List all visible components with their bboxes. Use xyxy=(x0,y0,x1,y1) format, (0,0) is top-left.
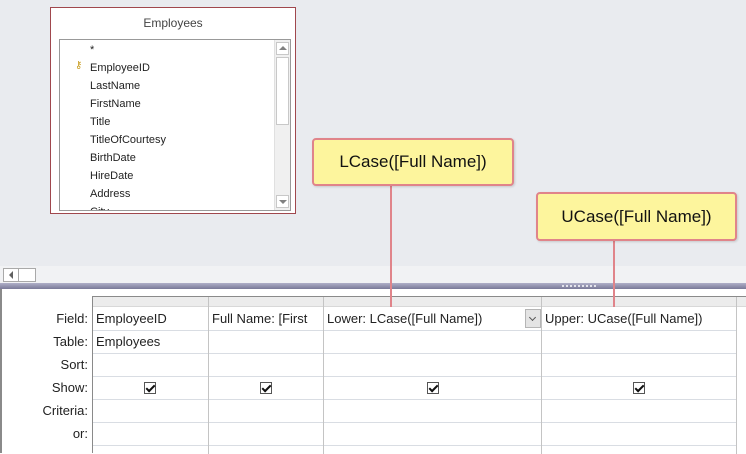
primary-key-icon: ⚷ xyxy=(75,60,83,71)
field-list-scrollbar[interactable] xyxy=(274,40,290,210)
field-cell[interactable]: Full Name: [First xyxy=(209,308,323,331)
criteria-cell[interactable] xyxy=(93,400,208,423)
query-design-grid[interactable]: EmployeeID Employees Full Name: [First L… xyxy=(92,296,746,454)
field-item-titleofcourtesy[interactable]: TitleOfCourtesy xyxy=(90,134,167,146)
column-selector[interactable] xyxy=(209,297,323,307)
sort-cell[interactable] xyxy=(324,354,541,377)
field-cell-text[interactable]: Lower: LCase([Full Name]) xyxy=(327,311,483,326)
show-cell xyxy=(324,377,541,400)
field-list[interactable]: * ⚷ EmployeeID LastName FirstName Title … xyxy=(59,39,291,211)
show-checkbox[interactable] xyxy=(260,382,272,394)
row-label-table: Table: xyxy=(53,334,88,349)
chevron-down-icon[interactable] xyxy=(525,309,541,328)
column-selector[interactable] xyxy=(737,297,746,307)
table-title: Employees xyxy=(143,16,203,30)
scroll-left-button[interactable] xyxy=(3,268,36,282)
show-cell xyxy=(542,377,736,400)
criteria-cell[interactable] xyxy=(542,400,736,423)
sort-cell[interactable] xyxy=(209,354,323,377)
row-label-show: Show: xyxy=(51,380,88,395)
callout-connector-lcase xyxy=(390,186,392,307)
design-pane-hscrollbar[interactable] xyxy=(0,266,746,283)
query-design-pane: Employees * ⚷ EmployeeID LastName FirstN… xyxy=(0,0,746,266)
show-checkbox[interactable] xyxy=(144,382,156,394)
grid-column-2[interactable]: Full Name: [First xyxy=(209,297,324,454)
show-cell xyxy=(209,377,323,400)
field-item-employeeid[interactable]: EmployeeID xyxy=(90,62,150,74)
scroll-down-icon[interactable] xyxy=(276,195,289,208)
row-label-field: Field: xyxy=(56,311,88,326)
field-cell[interactable]: Lower: LCase([Full Name]) xyxy=(324,308,541,331)
table-cell[interactable] xyxy=(209,331,323,354)
column-selector[interactable] xyxy=(324,297,541,307)
or-cell[interactable] xyxy=(542,423,736,446)
field-item-city[interactable]: City xyxy=(90,206,109,210)
pane-splitter[interactable] xyxy=(0,283,746,289)
or-cell[interactable] xyxy=(93,423,208,446)
query-grid-pane xyxy=(0,289,746,453)
column-selector[interactable] xyxy=(93,297,208,307)
field-item-all[interactable]: * xyxy=(90,44,95,56)
grid-left-border xyxy=(0,289,2,453)
row-label-or: or: xyxy=(72,426,88,441)
grid-column-4[interactable]: Upper: UCase([Full Name]) xyxy=(542,297,737,454)
sort-cell[interactable] xyxy=(542,354,736,377)
table-cell[interactable] xyxy=(542,331,736,354)
criteria-cell[interactable] xyxy=(324,400,541,423)
grid-column-3[interactable]: Lower: LCase([Full Name]) xyxy=(324,297,542,454)
field-item-hiredate[interactable]: HireDate xyxy=(90,170,134,182)
grid-column-5[interactable] xyxy=(737,297,746,454)
splitter-grip-icon[interactable] xyxy=(561,284,597,288)
field-cell[interactable]: Upper: UCase([Full Name]) xyxy=(542,308,736,331)
callout-connector-ucase xyxy=(613,241,615,307)
row-label-criteria: Criteria: xyxy=(42,403,88,418)
scroll-up-icon[interactable] xyxy=(276,42,289,55)
scroll-thumb[interactable] xyxy=(276,57,289,125)
field-item-birthdate[interactable]: BirthDate xyxy=(90,152,136,164)
sort-cell[interactable] xyxy=(93,354,208,377)
field-item-title[interactable]: Title xyxy=(90,116,111,128)
field-cell[interactable]: EmployeeID xyxy=(93,308,208,331)
grid-column-1[interactable]: EmployeeID Employees xyxy=(93,297,209,454)
show-checkbox[interactable] xyxy=(427,382,439,394)
field-item-lastname[interactable]: LastName xyxy=(90,80,141,92)
column-selector[interactable] xyxy=(542,297,736,307)
employees-table-window[interactable]: Employees * ⚷ EmployeeID LastName FirstN… xyxy=(50,7,296,214)
show-checkbox[interactable] xyxy=(633,382,645,394)
field-item-address[interactable]: Address xyxy=(90,188,131,200)
callout-lcase: LCase([Full Name]) xyxy=(312,138,514,186)
criteria-cell[interactable] xyxy=(209,400,323,423)
field-item-firstname[interactable]: FirstName xyxy=(90,98,141,110)
show-cell xyxy=(93,377,208,400)
table-cell[interactable] xyxy=(324,331,541,354)
or-cell[interactable] xyxy=(324,423,541,446)
or-cell[interactable] xyxy=(209,423,323,446)
table-cell[interactable]: Employees xyxy=(93,331,208,354)
scroll-left-icon xyxy=(9,271,13,279)
callout-ucase: UCase([Full Name]) xyxy=(536,192,737,241)
row-label-sort: Sort: xyxy=(60,357,88,372)
